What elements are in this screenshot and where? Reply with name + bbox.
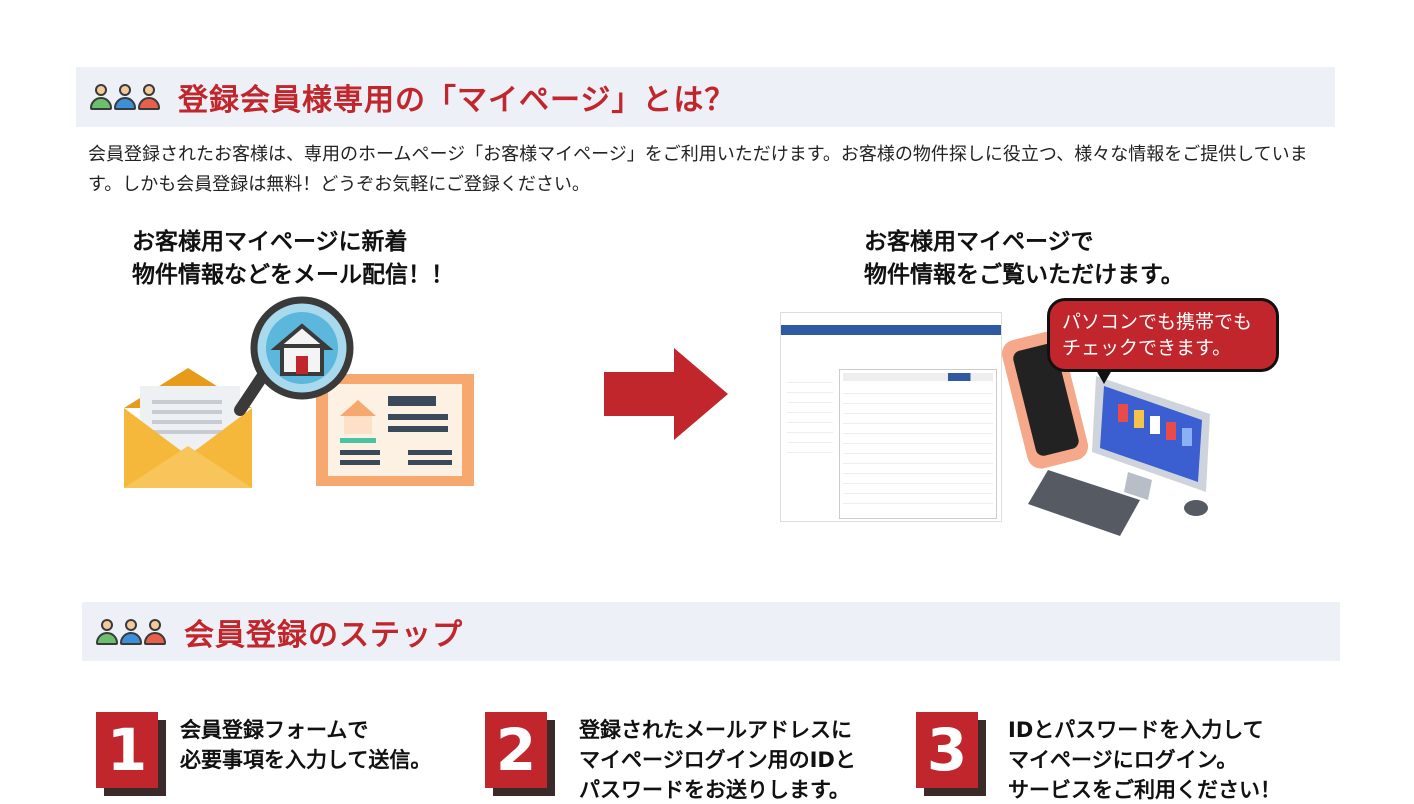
step-number-badge: 1 xyxy=(96,712,166,796)
section-title-steps: 会員登録のステップ xyxy=(184,617,463,653)
step-3: 3 IDとパスワードを入力して マイページにログイン。 サービスをご利用ください… xyxy=(916,712,1281,804)
people-icon xyxy=(96,618,168,645)
caption-mail-delivery: お客様用マイページに新着 物件情報などをメール配信！！ xyxy=(132,229,454,288)
screenshot-subheader xyxy=(781,335,1001,351)
screenshot-main-panel xyxy=(839,369,997,519)
magnifier-house-icon xyxy=(234,296,354,416)
step-2: 2 登録されたメールアドレスに マイページログイン用のIDと パスワードをお送り… xyxy=(485,712,856,804)
step-text: 登録されたメールアドレスに マイページログイン用のIDと パスワードをお送りしま… xyxy=(579,718,856,802)
step-text: IDとパスワードを入力して マイページにログイン。 サービスをご利用ください！ xyxy=(1008,718,1281,802)
mypage-screenshot xyxy=(780,312,1002,522)
step-number-badge: 2 xyxy=(485,712,555,796)
screenshot-header xyxy=(781,313,1001,325)
property-card-icon xyxy=(316,374,474,486)
step-1: 1 会員登録フォームで 必要事項を入力して送信。 xyxy=(96,712,431,796)
mail-property-illustration xyxy=(124,296,474,488)
right-arrow-icon xyxy=(604,348,728,440)
step-number-badge: 3 xyxy=(916,712,986,796)
intro-paragraph: 会員登録されたお客様は、専用のホームページ「お客様マイページ」をご利用いただけま… xyxy=(88,144,1308,195)
mail-envelope-icon xyxy=(124,368,252,488)
section-header-steps: 会員登録のステップ xyxy=(82,602,1340,661)
speech-bubble: パソコンでも携帯でも チェックできます。 xyxy=(1047,298,1279,384)
step-text: 会員登録フォームで 必要事項を入力して送信。 xyxy=(180,718,432,772)
screenshot-sidebar xyxy=(787,375,833,455)
screenshot-navbar xyxy=(781,325,1001,335)
section-title-mypage: 登録会員様専用の「マイページ」とは？ xyxy=(178,83,736,118)
caption-view-mypage: お客様用マイページで 物件情報をご覧いただけます。 xyxy=(864,229,1184,288)
people-icon xyxy=(90,84,162,110)
desktop-pc-icon xyxy=(1028,376,1210,536)
section-header-mypage: 登録会員様専用の「マイページ」とは？ xyxy=(76,67,1335,127)
